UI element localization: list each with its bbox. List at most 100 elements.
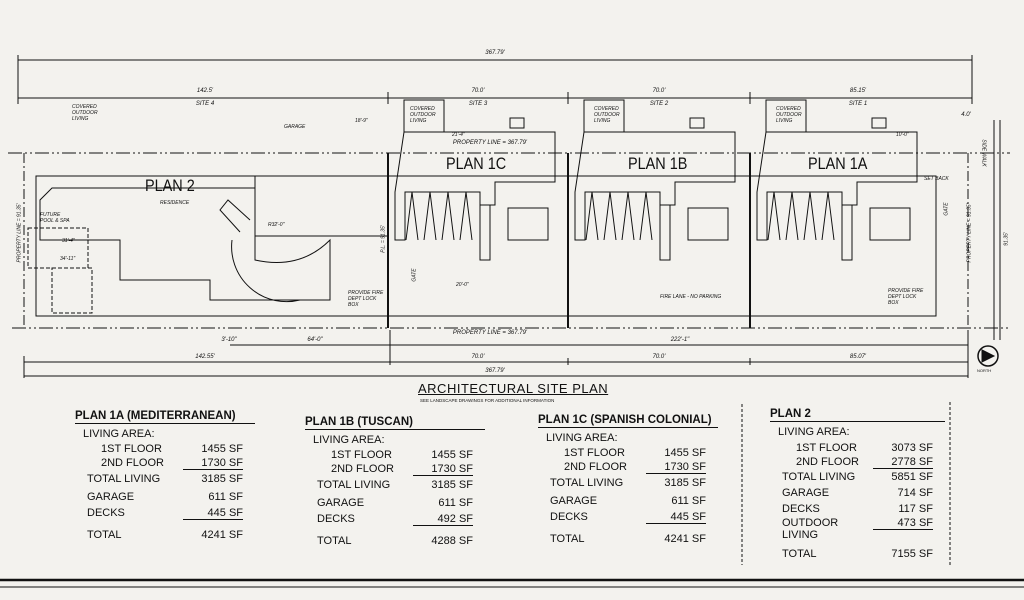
- site-1-label: SITE 1: [848, 101, 868, 107]
- covered-outdoor-living-1c: COVERED OUTDOOR LIVING: [410, 106, 436, 124]
- right-dim: 91.35': [1003, 232, 1010, 246]
- parking-stall: [803, 191, 817, 241]
- dim-bottom-site1: 85.07': [849, 354, 867, 360]
- table-row-value: 492 SF: [413, 513, 473, 526]
- parking-stall: [405, 191, 419, 241]
- table-row-value: 1455 SF: [431, 449, 473, 461]
- table-row-label: 2ND FLOOR: [331, 463, 394, 475]
- property-line-top: PROPERTY LINE = 367.79': [452, 140, 528, 146]
- table-row-label: DECKS: [317, 513, 355, 525]
- table-row-label: 2ND FLOOR: [101, 457, 164, 469]
- area-table-3: PLAN 1C (SPANISH COLONIAL)LIVING AREA:1S…: [538, 414, 718, 574]
- table-row-value: 445 SF: [183, 507, 243, 520]
- table-row-label: 2ND FLOOR: [564, 461, 627, 473]
- table-row-label: GARAGE: [317, 497, 365, 509]
- table-row-value: 1455 SF: [201, 443, 243, 455]
- dim-site2-top: 70.0': [652, 88, 666, 94]
- parking-stall: [621, 191, 635, 241]
- future-pool-label: FUTURE POOL & SPA: [40, 212, 70, 224]
- table-row-value: 611 SF: [208, 491, 243, 503]
- table-row-value: 611 SF: [438, 497, 473, 509]
- garage-space: [687, 207, 729, 241]
- dim-site4-top: 142.5': [196, 88, 214, 94]
- table-row-value: 1730 SF: [646, 461, 706, 474]
- dim-misc-3: 18'-9": [355, 118, 368, 124]
- unit-footprint: [756, 131, 918, 241]
- parking-stall: [767, 191, 781, 241]
- gate-label-2: GATE: [943, 202, 950, 216]
- table-row-label: TOTAL: [87, 529, 122, 541]
- covered-outdoor-living-1a: COVERED OUTDOOR LIVING: [776, 106, 802, 124]
- dim-site3-top: 70.0': [471, 88, 485, 94]
- table-row-value: 5851 SF: [891, 471, 933, 483]
- table-row-value: 1730 SF: [413, 463, 473, 476]
- parking-stall: [603, 191, 617, 241]
- table-row-value: 1455 SF: [664, 447, 706, 459]
- dim-misc-4: 10'-0": [896, 132, 909, 138]
- lock-box-label-2: PROVIDE FIRE DEPT LOCK BOX: [888, 288, 924, 306]
- table-row-value: 3185 SF: [431, 479, 473, 491]
- table-row-value: 4241 SF: [201, 529, 243, 541]
- dim-misc-1: 31'-4": [62, 238, 75, 244]
- table-row-value: 1730 SF: [183, 457, 243, 470]
- table-row-value: 445 SF: [646, 511, 706, 524]
- table-row-label: 1ST FLOOR: [101, 443, 162, 455]
- table-row-label: OUTDOOR LIVING: [782, 517, 839, 541]
- north-arrow-label: NORTH: [977, 368, 992, 373]
- parking-stall: [585, 191, 599, 241]
- dim-bottom-overall: 367.79': [485, 368, 505, 374]
- table-row-label: 2ND FLOOR: [796, 456, 859, 468]
- page-title: ARCHITECTURAL SITE PLAN: [418, 381, 609, 396]
- parking-stall: [821, 191, 835, 241]
- pl-label: P.L. = 91.35': [380, 225, 387, 253]
- garage-space: [507, 207, 549, 241]
- table-row-label: GARAGE: [782, 487, 830, 499]
- dim-bottom-site3: 70.0': [471, 354, 485, 360]
- entry-walk: [479, 204, 491, 261]
- side-walk-label: SIDE WALK: [980, 139, 987, 167]
- table-title: PLAN 1A (MEDITERRANEAN): [75, 410, 255, 424]
- parking-stall: [459, 191, 473, 241]
- table-row-value: 3073 SF: [891, 442, 933, 454]
- ac-unit: [509, 117, 525, 129]
- table-row-value: 3185 SF: [664, 477, 706, 489]
- lock-box-label-1: PROVIDE FIRE DEPT LOCK BOX: [348, 290, 384, 308]
- table-row-label: TOTAL: [317, 535, 352, 547]
- table-row-label: GARAGE: [87, 491, 135, 503]
- table-row-value: 4288 SF: [431, 535, 473, 547]
- ac-unit: [689, 117, 705, 129]
- setback-label: SET BACK: [924, 176, 949, 182]
- table-row-value: 473 SF: [873, 517, 933, 530]
- unit-footprint: [574, 131, 736, 241]
- entry-walk: [659, 204, 671, 261]
- entry-walk: [841, 204, 853, 261]
- plan-2-label: PLAN 2: [145, 176, 195, 195]
- covered-outdoor-living-plan2: COVERED OUTDOOR LIVING: [72, 104, 98, 122]
- table-row-value: 7155 SF: [891, 548, 933, 560]
- covered-outdoor-living-1b: COVERED OUTDOOR LIVING: [594, 106, 620, 124]
- dim-misc-6: 21'-4": [452, 132, 465, 138]
- dim-bottom-site4: 142.55': [195, 354, 215, 360]
- page-subtitle: SEE LANDSCAPE DRAWINGS FOR ADDITIONAL IN…: [420, 398, 555, 403]
- parking-stall: [639, 191, 653, 241]
- plan-1b-label: PLAN 1B: [628, 154, 688, 173]
- garage-label: GARAGE: [284, 124, 306, 130]
- table-row-value: 117 SF: [898, 503, 933, 515]
- dim-edge: 4.0': [961, 112, 971, 118]
- parking-stall: [441, 191, 455, 241]
- site-4-label: SITE 4: [195, 101, 215, 107]
- site-3-label: SITE 3: [468, 101, 488, 107]
- table-row-label: DECKS: [550, 511, 588, 523]
- table-row-label: DECKS: [782, 503, 820, 515]
- table-row-label: TOTAL LIVING: [317, 479, 391, 491]
- residence-label: RESIDENCE: [160, 200, 190, 206]
- dim-bottom-a: 3'-10": [221, 337, 237, 343]
- dim-site1-top: 85.15': [849, 88, 867, 94]
- table-row-label: TOTAL LIVING: [782, 471, 856, 483]
- plan-1a-label: PLAN 1A: [808, 154, 868, 173]
- site-2-label: SITE 2: [649, 101, 669, 107]
- dim-bottom-site2: 70.0': [652, 354, 666, 360]
